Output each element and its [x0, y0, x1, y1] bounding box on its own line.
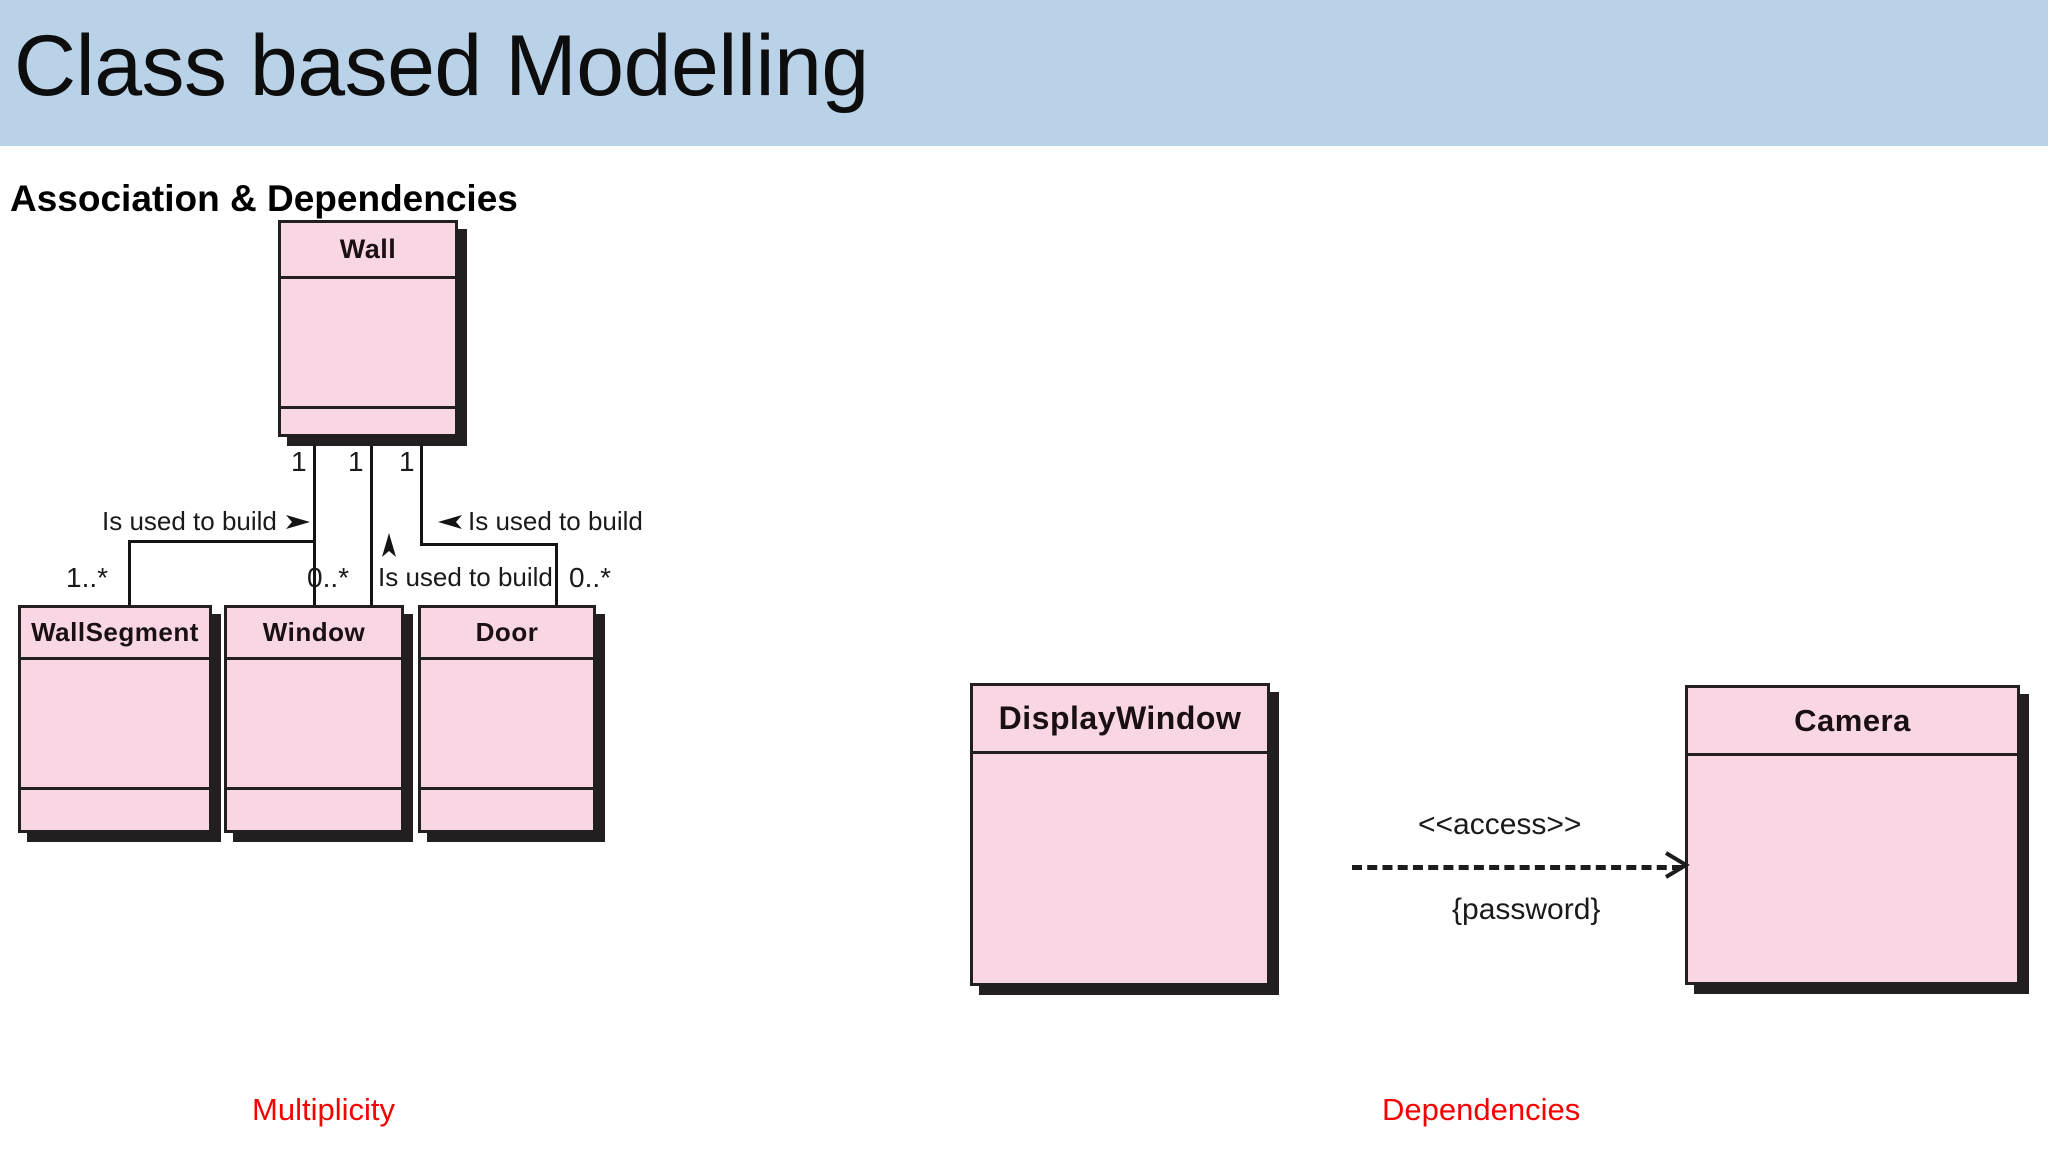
assoc-label-wallsegment: Is used to build: [102, 506, 277, 536]
class-attributes-window: [227, 660, 401, 790]
assoc-line-door-horizontal: [420, 543, 558, 546]
assoc-arrow-up-icon: [378, 533, 400, 559]
class-title-door: Door: [421, 608, 593, 660]
class-box-window[interactable]: Window: [224, 605, 404, 833]
class-body-camera: [1688, 756, 2017, 982]
class-box-wallsegment[interactable]: WallSegment: [18, 605, 212, 833]
dependency-arrowhead-icon: [1660, 849, 1692, 881]
class-operations-window: [227, 790, 401, 830]
class-attributes-wallsegment: [21, 660, 209, 790]
source-multiplicity-wallsegment: 1: [291, 446, 307, 477]
class-operations-wall: [281, 409, 455, 435]
assoc-line-wall-wallsegment-stub: [313, 440, 316, 740]
assoc-arrow-left-icon: [436, 511, 462, 533]
target-multiplicity-window: 0..*: [307, 562, 350, 593]
class-attributes-wall: [281, 279, 455, 409]
class-box-displaywindow[interactable]: DisplayWindow: [970, 683, 1270, 986]
dependency-constraint-label: {password}: [1452, 893, 1601, 926]
class-attributes-door: [421, 660, 593, 790]
source-multiplicity-window: 1: [348, 446, 364, 477]
assoc-line-wallsegment-horizontal: [128, 540, 316, 543]
class-box-wall[interactable]: Wall: [278, 220, 458, 437]
class-title-displaywindow: DisplayWindow: [973, 686, 1267, 754]
class-title-wall: Wall: [281, 223, 455, 279]
target-multiplicity-wallsegment: 1..*: [66, 562, 109, 593]
target-multiplicity-door: 0..*: [569, 562, 612, 593]
section-heading: Association & Dependencies: [10, 178, 518, 219]
dependency-line: [1352, 865, 1682, 870]
class-box-camera[interactable]: Camera: [1685, 685, 2020, 985]
assoc-arrow-right-icon: [286, 511, 312, 533]
caption-dependencies: Dependencies: [1382, 1092, 1581, 1127]
assoc-label-window: Is used to build: [378, 562, 553, 592]
title-band: [0, 0, 2048, 146]
class-operations-door: [421, 790, 593, 830]
dependency-stereotype-label: <<access>>: [1418, 808, 1582, 841]
page-title: Class based Modelling: [14, 18, 869, 114]
assoc-line-wall-door-stub: [420, 440, 423, 543]
class-box-door[interactable]: Door: [418, 605, 596, 833]
class-title-wallsegment: WallSegment: [21, 608, 209, 660]
class-title-camera: Camera: [1688, 688, 2017, 756]
source-multiplicity-door: 1: [399, 446, 415, 477]
class-operations-wallsegment: [21, 790, 209, 830]
caption-multiplicity: Multiplicity: [252, 1092, 395, 1127]
assoc-label-door: Is used to build: [468, 506, 643, 536]
class-title-window: Window: [227, 608, 401, 660]
class-body-displaywindow: [973, 754, 1267, 983]
